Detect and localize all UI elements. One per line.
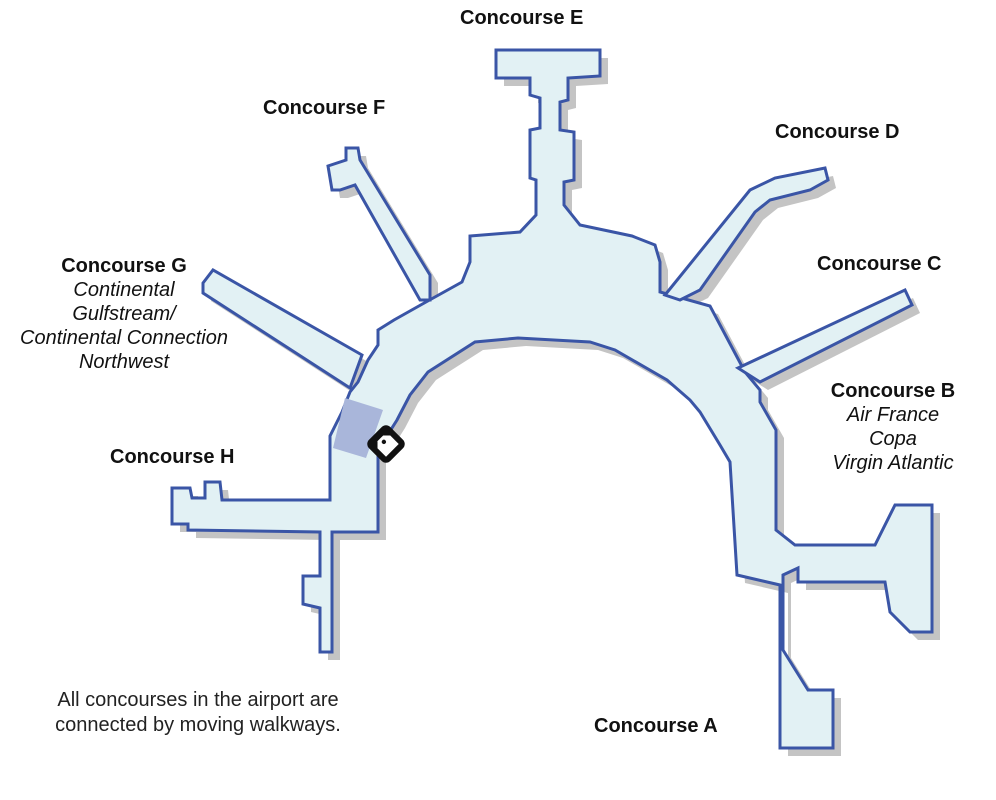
concourse-b-airline-2: Copa [869,428,917,450]
concourse-d-name: Concourse D [775,121,900,143]
concourse-g-airline-3: Continental Connection [20,327,228,349]
label-concourse-g: Concourse G Continental Gulfstream/ Cont… [2,254,246,374]
concourse-c-pier [734,288,914,384]
label-concourse-b: Concourse B Air France Copa Virgin Atlan… [818,379,968,475]
label-concourse-f: Concourse F [263,96,385,120]
label-concourse-d: Concourse D [775,120,899,144]
concourse-b-name: Concourse B [830,380,956,402]
terminal-building [170,48,934,750]
concourse-d-pier [662,166,830,302]
label-concourse-c: Concourse C [817,252,941,276]
concourse-c-name: Concourse C [817,253,942,275]
baggage-tag-icon [367,425,405,463]
label-concourse-h: Concourse H [110,445,234,469]
label-concourse-a: Concourse A [594,714,718,738]
walkway-note: All concourses in the airport are connec… [55,689,341,736]
concourse-g-pier [201,268,364,391]
label-concourse-e: Concourse E [460,6,583,30]
concourse-g-name: Concourse G [61,255,187,277]
concourse-f-name: Concourse F [263,97,386,119]
concourse-g-airline-4: Northwest [78,351,170,373]
concourse-g-airline-2: Gulfstream/ [72,303,176,325]
concourse-e-name: Concourse E [460,7,584,29]
concourse-f-pier [326,146,432,302]
concourse-a-name: Concourse A [594,715,718,737]
concourse-h-name: Concourse H [110,446,235,468]
concourse-b-airline-3: Virgin Atlantic [832,452,954,474]
concourse-b-airline-1: Air France [846,404,940,426]
concourse-g-airline-1: Continental [73,279,175,301]
